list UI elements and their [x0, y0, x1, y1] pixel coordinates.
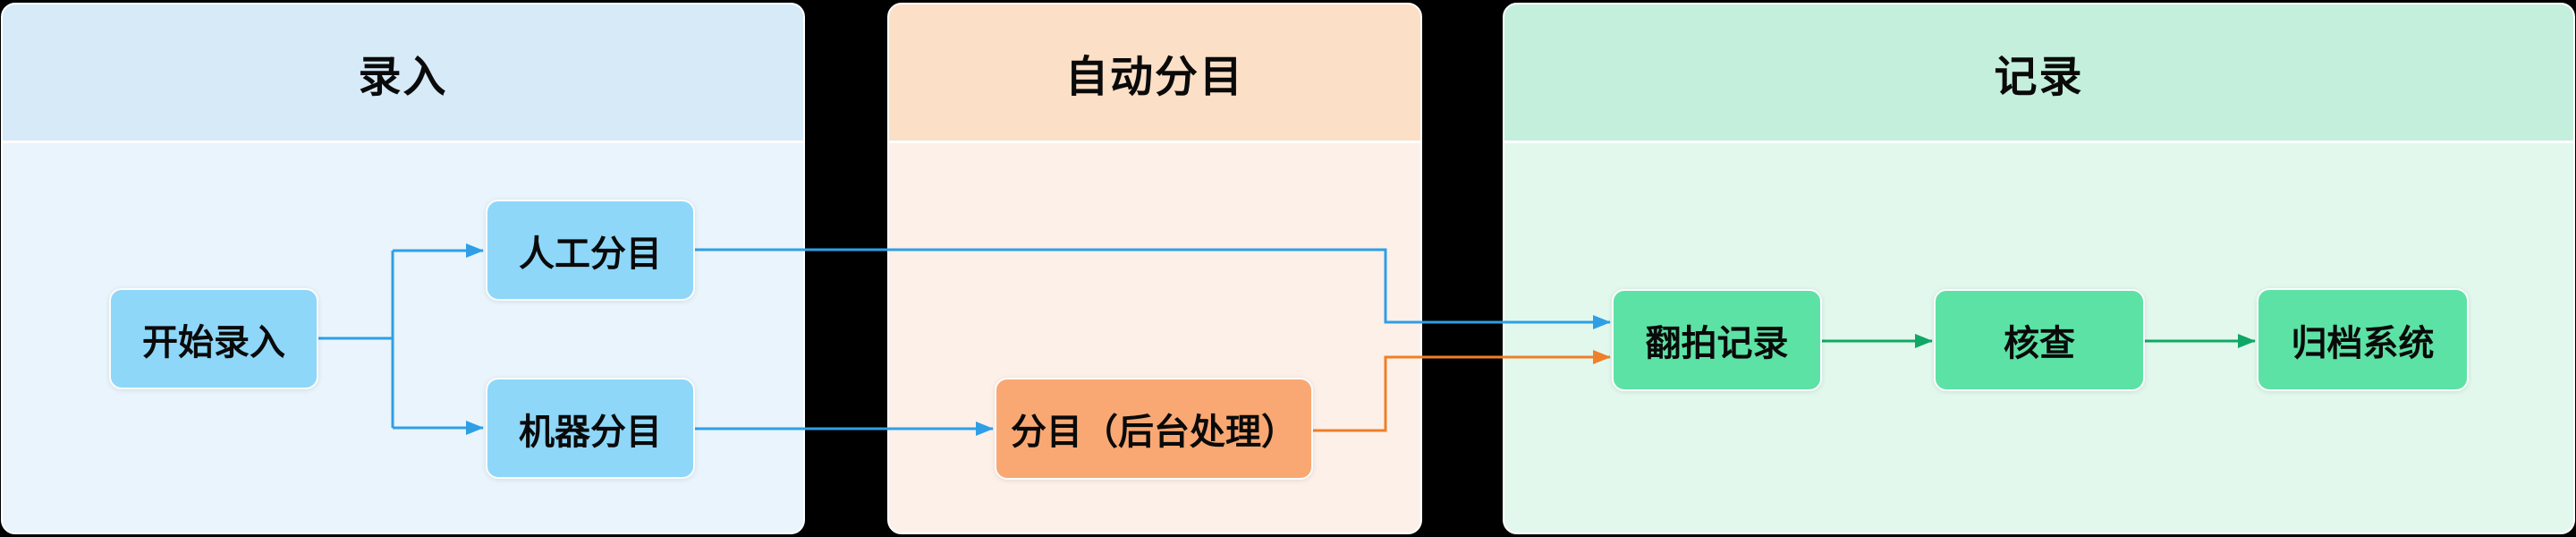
node-reshoot-record-label: 翻拍记录 — [1645, 324, 1789, 363]
node-machine-catalog-label: 机器分目 — [519, 412, 662, 452]
node-reshoot-record: 翻拍记录 — [1612, 289, 1822, 391]
swimlane-entry-title: 录入 — [358, 54, 448, 101]
swimlane-auto-catalog-header: 自动分目 — [889, 4, 1420, 143]
node-check-label: 核查 — [2004, 324, 2075, 363]
node-machine-catalog: 机器分目 — [486, 378, 695, 479]
node-start-entry-label: 开始录入 — [142, 322, 285, 362]
swimlane-record-title: 记录 — [1994, 54, 2084, 101]
node-archive-system: 归档系统 — [2257, 288, 2469, 391]
node-manual-catalog: 人工分目 — [486, 200, 695, 301]
swimlane-record: 记录 — [1503, 3, 2575, 534]
node-check: 核查 — [1934, 289, 2145, 391]
node-catalog-backend-label: 分目（后台处理） — [1011, 413, 1297, 452]
node-start-entry: 开始录入 — [109, 288, 318, 389]
node-catalog-backend: 分目（后台处理） — [995, 378, 1313, 480]
node-archive-system-label: 归档系统 — [2291, 323, 2435, 363]
swimlane-entry-header: 录入 — [3, 4, 803, 143]
node-manual-catalog-label: 人工分目 — [519, 234, 662, 274]
swimlane-auto-catalog-title: 自动分目 — [1064, 54, 1244, 101]
swimlane-record-header: 记录 — [1504, 4, 2573, 143]
